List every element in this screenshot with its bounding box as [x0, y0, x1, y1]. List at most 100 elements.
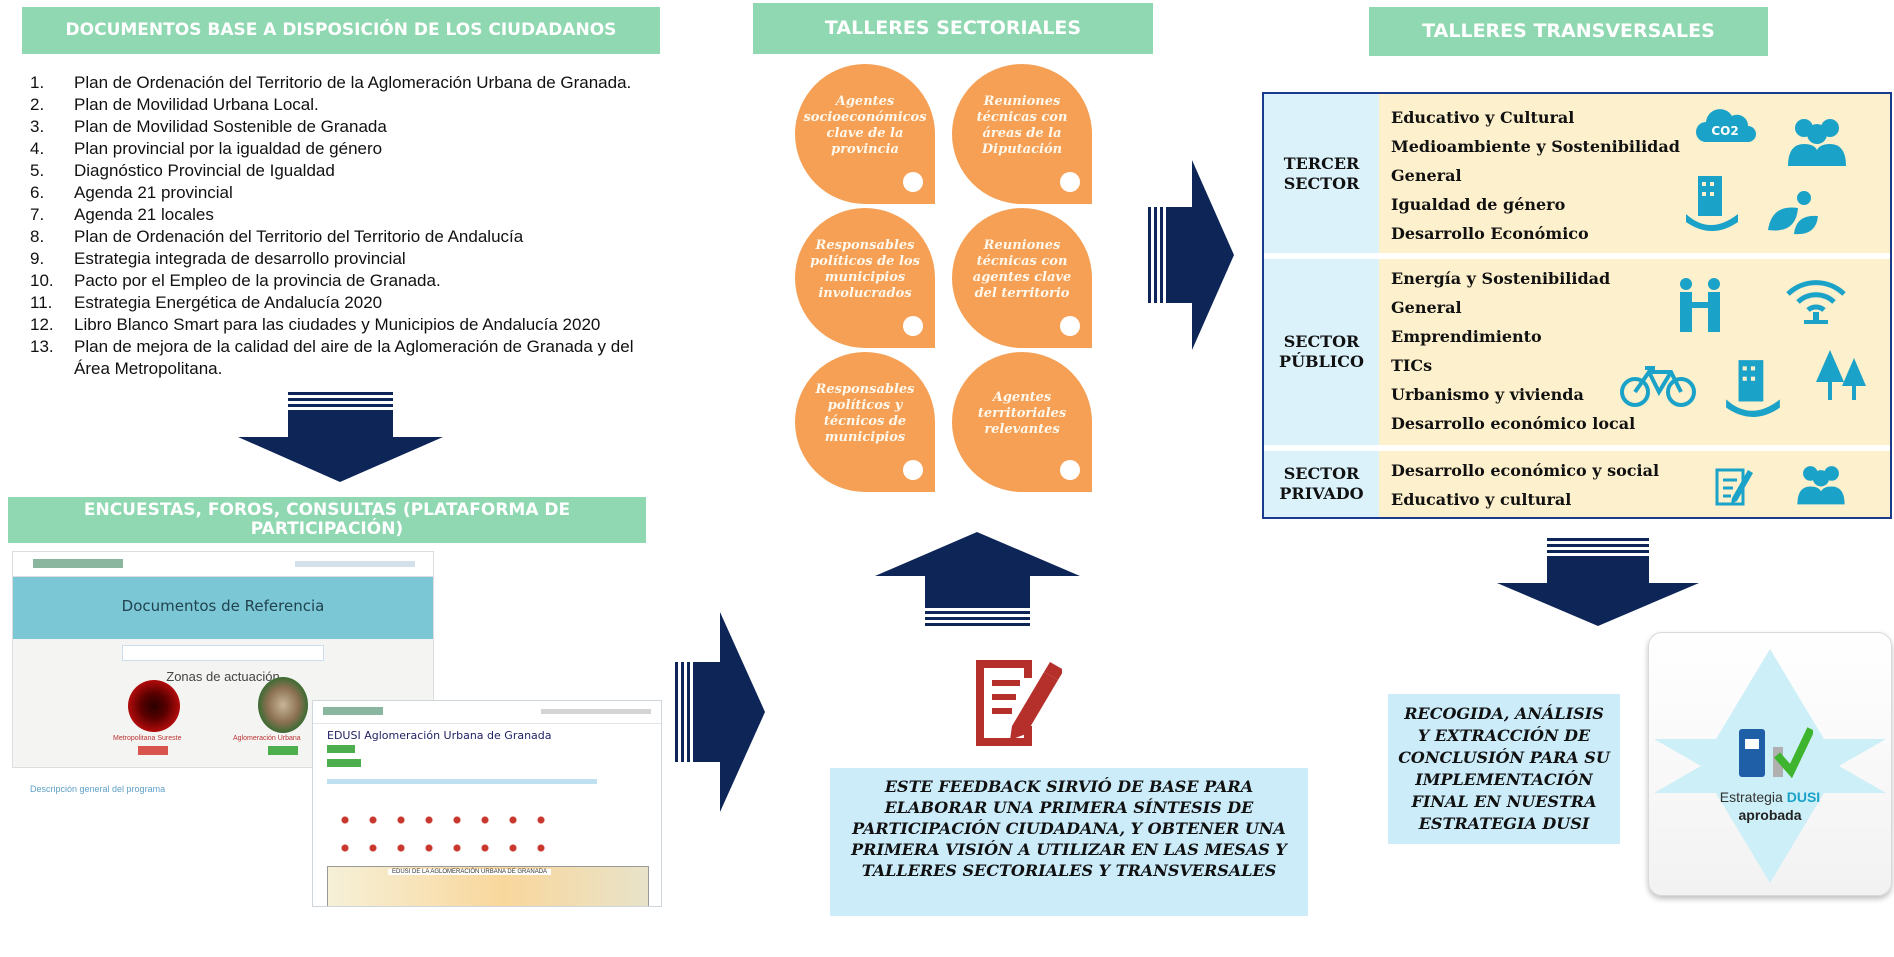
surveys-title: ENCUESTAS, FOROS, CONSULTAS (PLATAFORMA …: [83, 500, 571, 539]
list-item: 1.Plan de Ordenación del Territorio de l…: [30, 73, 632, 92]
workshop-bubble: Reuniones técnicas con agentes clave del…: [952, 208, 1092, 348]
feedback-text: ESTE FEEDBACK SIRVIÓ DE BASE PARA ELABOR…: [851, 777, 1287, 880]
sector-items: Desarrollo económico y social Educativo …: [1379, 451, 1890, 517]
sector-items: Energía y Sostenibilidad General Emprend…: [1379, 259, 1890, 445]
building-hand-icon: [1726, 360, 1780, 417]
sector-item: General: [1391, 166, 1462, 185]
transversal-header: TALLERES TRANSVERSALES: [1369, 7, 1768, 56]
workshop-bubble: Responsables políticos y técnicos de mun…: [795, 352, 935, 492]
list-item: 13.Plan de mejora de la calidad del aire…: [30, 337, 634, 378]
screenshot-logo: [33, 559, 123, 568]
screenshot-topbar: [13, 552, 433, 577]
workshop-bubble: Agentes territoriales relevantes: [952, 352, 1092, 492]
list-item: 4.Plan provincial por la igualdad de gén…: [30, 139, 383, 158]
sector-item: Educativo y Cultural: [1391, 108, 1575, 127]
sector-item: TICs: [1391, 356, 1433, 375]
screenshot-logo: [323, 707, 383, 715]
conclusion-text: RECOGIDA, ANÁLISIS Y EXTRACCIÓN DE CONCL…: [1398, 704, 1610, 833]
list-item: 3.Plan de Movilidad Sostenible de Granad…: [30, 117, 387, 136]
workshop-bubble: Agentes socioeconómicos clave de la prov…: [795, 64, 935, 204]
book-check-icon: [1739, 727, 1813, 779]
bubble-dot-icon: [1060, 316, 1080, 336]
bubble-dot-icon: [903, 172, 923, 192]
screenshot-heading: Documentos de Referencia: [121, 597, 325, 615]
wifi-icon: [1786, 280, 1846, 324]
people-group-icon: [1797, 466, 1845, 505]
sector-item: Medioambiente y Sostenibilidad: [1391, 137, 1680, 156]
platform-screenshot-1: Documentos de Referencia Zonas de actuac…: [12, 551, 434, 768]
bubble-dot-icon: [903, 316, 923, 336]
list-item: 12.Libro Blanco Smart para las ciudades …: [30, 315, 601, 334]
list-item: 5.Diagnóstico Provincial de Igualdad: [30, 161, 335, 180]
sector-row-tercer: TERCER SECTOR Educativo y Cultural Medio…: [1264, 94, 1890, 253]
screenshot-topbar: [313, 701, 661, 724]
screenshot-heading: EDUSI Aglomeración Urbana de Granada: [327, 729, 552, 742]
platform-screenshot-2: EDUSI Aglomeración Urbana de Granada EDU…: [312, 700, 662, 907]
documents-list: 1.Plan de Ordenación del Territorio de l…: [30, 72, 670, 380]
screenshot-search: [122, 645, 324, 661]
screenshot-banner: Documentos de Referencia: [13, 577, 433, 639]
sector-item: General: [1391, 298, 1462, 317]
documents-header: DOCUMENTOS BASE A DISPOSICIÓN DE LOS CIU…: [22, 7, 660, 54]
sector-label: TERCER SECTOR: [1264, 94, 1379, 253]
documents-title: DOCUMENTOS BASE A DISPOSICIÓN DE LOS CIU…: [65, 20, 617, 41]
screenshot-nav: [541, 709, 651, 714]
sector-label: SECTOR PRIVADO: [1264, 451, 1379, 517]
sector-row-publico: SECTOR PÚBLICO Energía y Sostenibilidad …: [1264, 259, 1890, 445]
feedback-box: [830, 768, 1308, 916]
up-arrow-icon: [875, 532, 1080, 626]
sector-item: Desarrollo Económico: [1391, 224, 1589, 243]
document-edit-icon: [1715, 468, 1753, 506]
bubble-dot-icon: [1060, 460, 1080, 480]
badge-status: aprobada: [1738, 807, 1802, 823]
badge-label: Estrategia DUSI: [1719, 789, 1821, 805]
tag-1: [327, 745, 355, 753]
zone-label-2: Aglomeración Urbana: [233, 735, 301, 742]
sector-item: Igualdad de género: [1391, 195, 1566, 214]
screenshot-subheading: Zonas de actuación: [166, 669, 280, 684]
bicycle-icon: [1620, 366, 1696, 407]
list-item: 8.Plan de Ordenación del Territorio del …: [30, 227, 524, 246]
dusi-badge: Estrategia DUSI aprobada: [1648, 632, 1892, 896]
list-item: 10.Pacto por el Empleo de la provincia d…: [30, 271, 441, 290]
trees-icon: [1816, 350, 1866, 400]
conclusion-box: [1388, 694, 1620, 844]
right-arrow-icon: [675, 612, 765, 812]
down-arrow-icon: [1497, 538, 1699, 626]
bubble-dot-icon: [903, 460, 923, 480]
bubble-dot-icon: [1060, 172, 1080, 192]
municipality-grid: [331, 806, 561, 864]
list-item: 7.Agenda 21 locales: [30, 205, 214, 224]
list-item: 6.Agenda 21 provincial: [30, 183, 233, 202]
star-icon: [1654, 649, 1886, 883]
map-label: EDUSI DE LA AGLOMERACIÓN URBANA DE GRANA…: [388, 869, 552, 875]
sectors-table: TERCER SECTOR Educativo y Cultural Medio…: [1262, 92, 1892, 519]
sector-item: Desarrollo económico local: [1391, 414, 1636, 433]
sector-item: Energía y Sostenibilidad: [1391, 269, 1611, 288]
zone-label-1: Metropolitana Sureste: [113, 735, 182, 742]
workshop-bubble: Responsables políticos de los municipios…: [795, 208, 935, 348]
map-frame: EDUSI DE LA AGLOMERACIÓN URBANA DE GRANA…: [327, 866, 649, 906]
list-item: 2.Plan de Movilidad Urbana Local.: [30, 95, 319, 114]
handshake-icon: [1680, 278, 1720, 332]
zone-button-2: [268, 746, 298, 755]
surveys-header: ENCUESTAS, FOROS, CONSULTAS (PLATAFORMA …: [8, 497, 646, 543]
zone-button-1: [138, 746, 168, 755]
right-arrow-icon: [1148, 160, 1234, 350]
transversal-title: TALLERES TRANSVERSALES: [1422, 20, 1715, 43]
co2-cloud-icon: CO2: [1696, 109, 1756, 142]
down-arrow-icon: [238, 392, 443, 482]
sector-item: Desarrollo económico y social: [1391, 461, 1660, 480]
building-hand-icon: [1686, 176, 1738, 231]
sun-leaf-icon: [1768, 191, 1818, 235]
list-item: 9.Estrategia integrada de desarrollo pro…: [30, 249, 406, 268]
zone-image-2: [258, 677, 308, 733]
screenshot-section-line: [327, 779, 597, 784]
sector-item: Educativo y cultural: [1391, 490, 1572, 509]
sectorial-header: TALLERES SECTORIALES: [753, 3, 1153, 54]
sectorial-title: TALLERES SECTORIALES: [824, 17, 1082, 40]
sector-divider: [1264, 445, 1890, 451]
screenshot-nav: [295, 561, 415, 567]
sector-item: Urbanismo y vivienda: [1391, 385, 1584, 404]
document-edit-icon: [976, 660, 1062, 746]
